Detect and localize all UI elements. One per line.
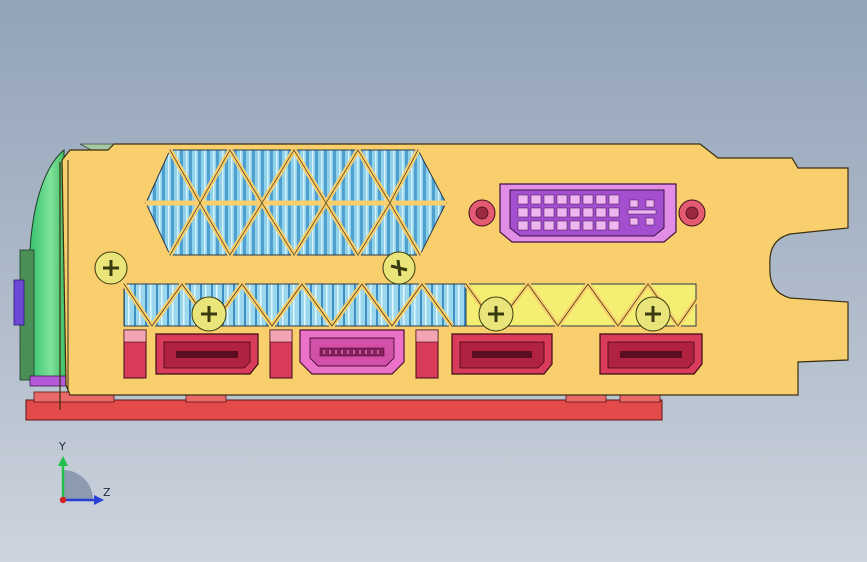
pcb-board [25, 399, 663, 421]
cooler-screw-1 [191, 296, 227, 332]
displayport-2[interactable] [451, 333, 553, 375]
displayport-3[interactable] [599, 333, 703, 375]
dvi-port[interactable] [468, 183, 706, 243]
purple-fan-hub [13, 279, 25, 326]
cooler-screw-3 [635, 296, 671, 332]
z-axis-label: Z [103, 486, 111, 499]
z-axis-arrow [94, 495, 104, 505]
y-axis-arrow [58, 456, 68, 466]
y-axis-label: Y [59, 440, 66, 453]
bracket-screw-center [382, 251, 416, 285]
hdmi-port[interactable] [299, 329, 405, 375]
displayport-1[interactable] [155, 333, 259, 375]
x-axis-dot [59, 496, 67, 504]
axis-triad [58, 456, 104, 505]
cooler-screw-2 [478, 296, 514, 332]
triad-y-z-quadrant [63, 470, 93, 500]
bracket-screw-left [94, 251, 128, 285]
top-vent [145, 148, 447, 257]
